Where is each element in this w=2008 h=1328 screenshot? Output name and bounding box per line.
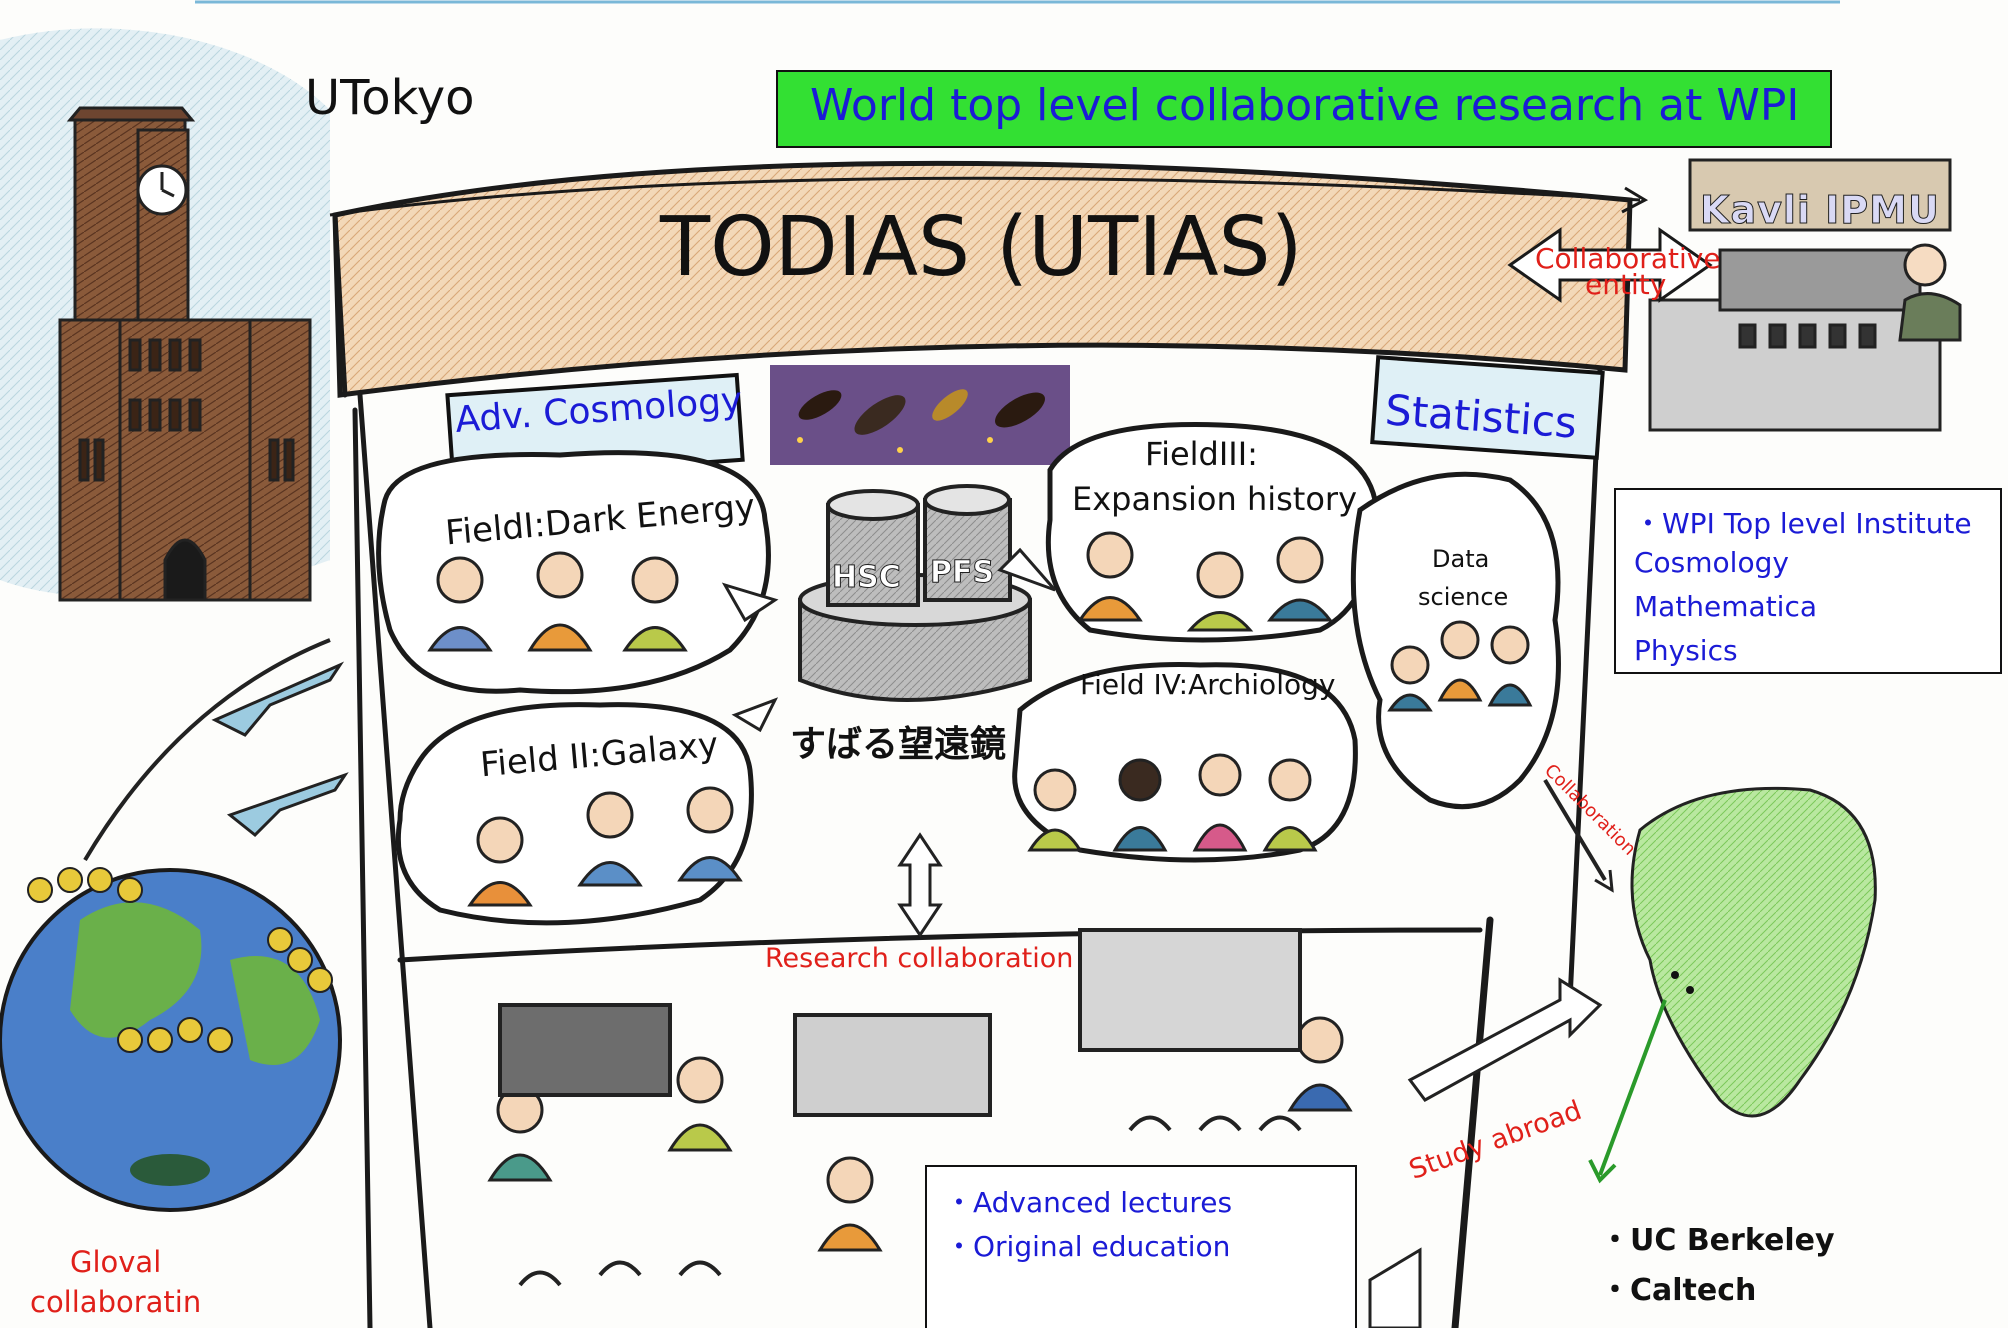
- field-bubbles: [376, 422, 1561, 926]
- researchers-figures: [427, 531, 1533, 1252]
- collab-entity-line2: entity: [1585, 268, 1667, 301]
- bottom-arrow: [1368, 1247, 1422, 1328]
- kavli-label: Kavli IPMU: [1700, 188, 1940, 233]
- study-abroad-arrow: [1407, 977, 1603, 1102]
- collab-entity-line1: Collaborative: [1535, 242, 1721, 275]
- subaru-label: すばる望遠鏡: [790, 724, 1007, 765]
- wpi-institute-box: ・WPI Top level Institute Cosmology Mathe…: [1614, 488, 2002, 674]
- wpi-box-line3: Mathematica: [1634, 590, 1818, 623]
- north-america-map: [1630, 786, 1877, 1118]
- classroom-boards: [498, 928, 1302, 1117]
- global-collab-line2: collaboratin: [30, 1285, 202, 1319]
- pfs-label: PFS: [929, 555, 995, 591]
- roof-arrow-line: [329, 176, 1641, 217]
- wpi-box-line1: ・WPI Top level Institute: [1634, 507, 1972, 540]
- todias-building: [332, 160, 1633, 1328]
- field3-label-line1: FieldIII:: [1145, 435, 1258, 473]
- galaxy-image: [770, 365, 1070, 465]
- global-collab-line1: Gloval: [70, 1245, 162, 1279]
- partner-uc-berkeley: ・UC Berkeley: [1600, 1223, 1835, 1258]
- data-science-line2: science: [1418, 583, 1509, 611]
- data-science-line1: Data: [1432, 545, 1490, 573]
- statistics-sign: [1370, 355, 1605, 460]
- education-line2: ・Original education: [945, 1230, 1231, 1263]
- subaru-telescope: [798, 484, 1032, 702]
- hsc-label: HSC: [832, 560, 902, 596]
- arrow-field2-telescope: [731, 697, 779, 733]
- collaboration-arrowhead: [1594, 869, 1614, 893]
- utokyo-label: UTokyo: [305, 70, 475, 126]
- wpi-banner-text: World top level collaborative research a…: [810, 80, 1800, 131]
- collaboration-arrow: [1543, 778, 1607, 882]
- field4-label: Field IV:Archiology: [1080, 668, 1336, 701]
- wpi-box-line2: Cosmology: [1634, 546, 1789, 579]
- globe-people: [27, 867, 333, 1053]
- green-arrow: [1598, 999, 1667, 1176]
- arrow-field1-telescope: [721, 582, 779, 623]
- research-collaboration-label: Research collaboration: [765, 943, 1074, 974]
- arrow-field3-telescope: [997, 547, 1057, 592]
- global-route-line: [83, 638, 331, 862]
- research-collab-arrow: [897, 832, 943, 938]
- wpi-box-line4: Physics: [1634, 634, 1738, 667]
- audience-arcs: [518, 1115, 1302, 1287]
- collab-entity-arrow: [1507, 227, 1713, 303]
- partner-caltech: ・Caltech: [1600, 1273, 1757, 1308]
- utokyo-tower: [58, 106, 312, 602]
- roof-arrow-head: [1621, 186, 1649, 214]
- education-line1: ・Advanced lectures: [945, 1186, 1233, 1219]
- todias-title: TODIAS (UTIAS): [660, 200, 1303, 295]
- wpi-banner: World top level collaborative research a…: [776, 70, 1832, 148]
- field3-label-line2: Expansion history: [1072, 480, 1358, 518]
- green-arrowhead: [1588, 1159, 1617, 1184]
- kavli-building: [1648, 158, 1962, 432]
- airplanes: [211, 661, 349, 838]
- education-box: ・Advanced lectures ・Original education: [925, 1165, 1357, 1328]
